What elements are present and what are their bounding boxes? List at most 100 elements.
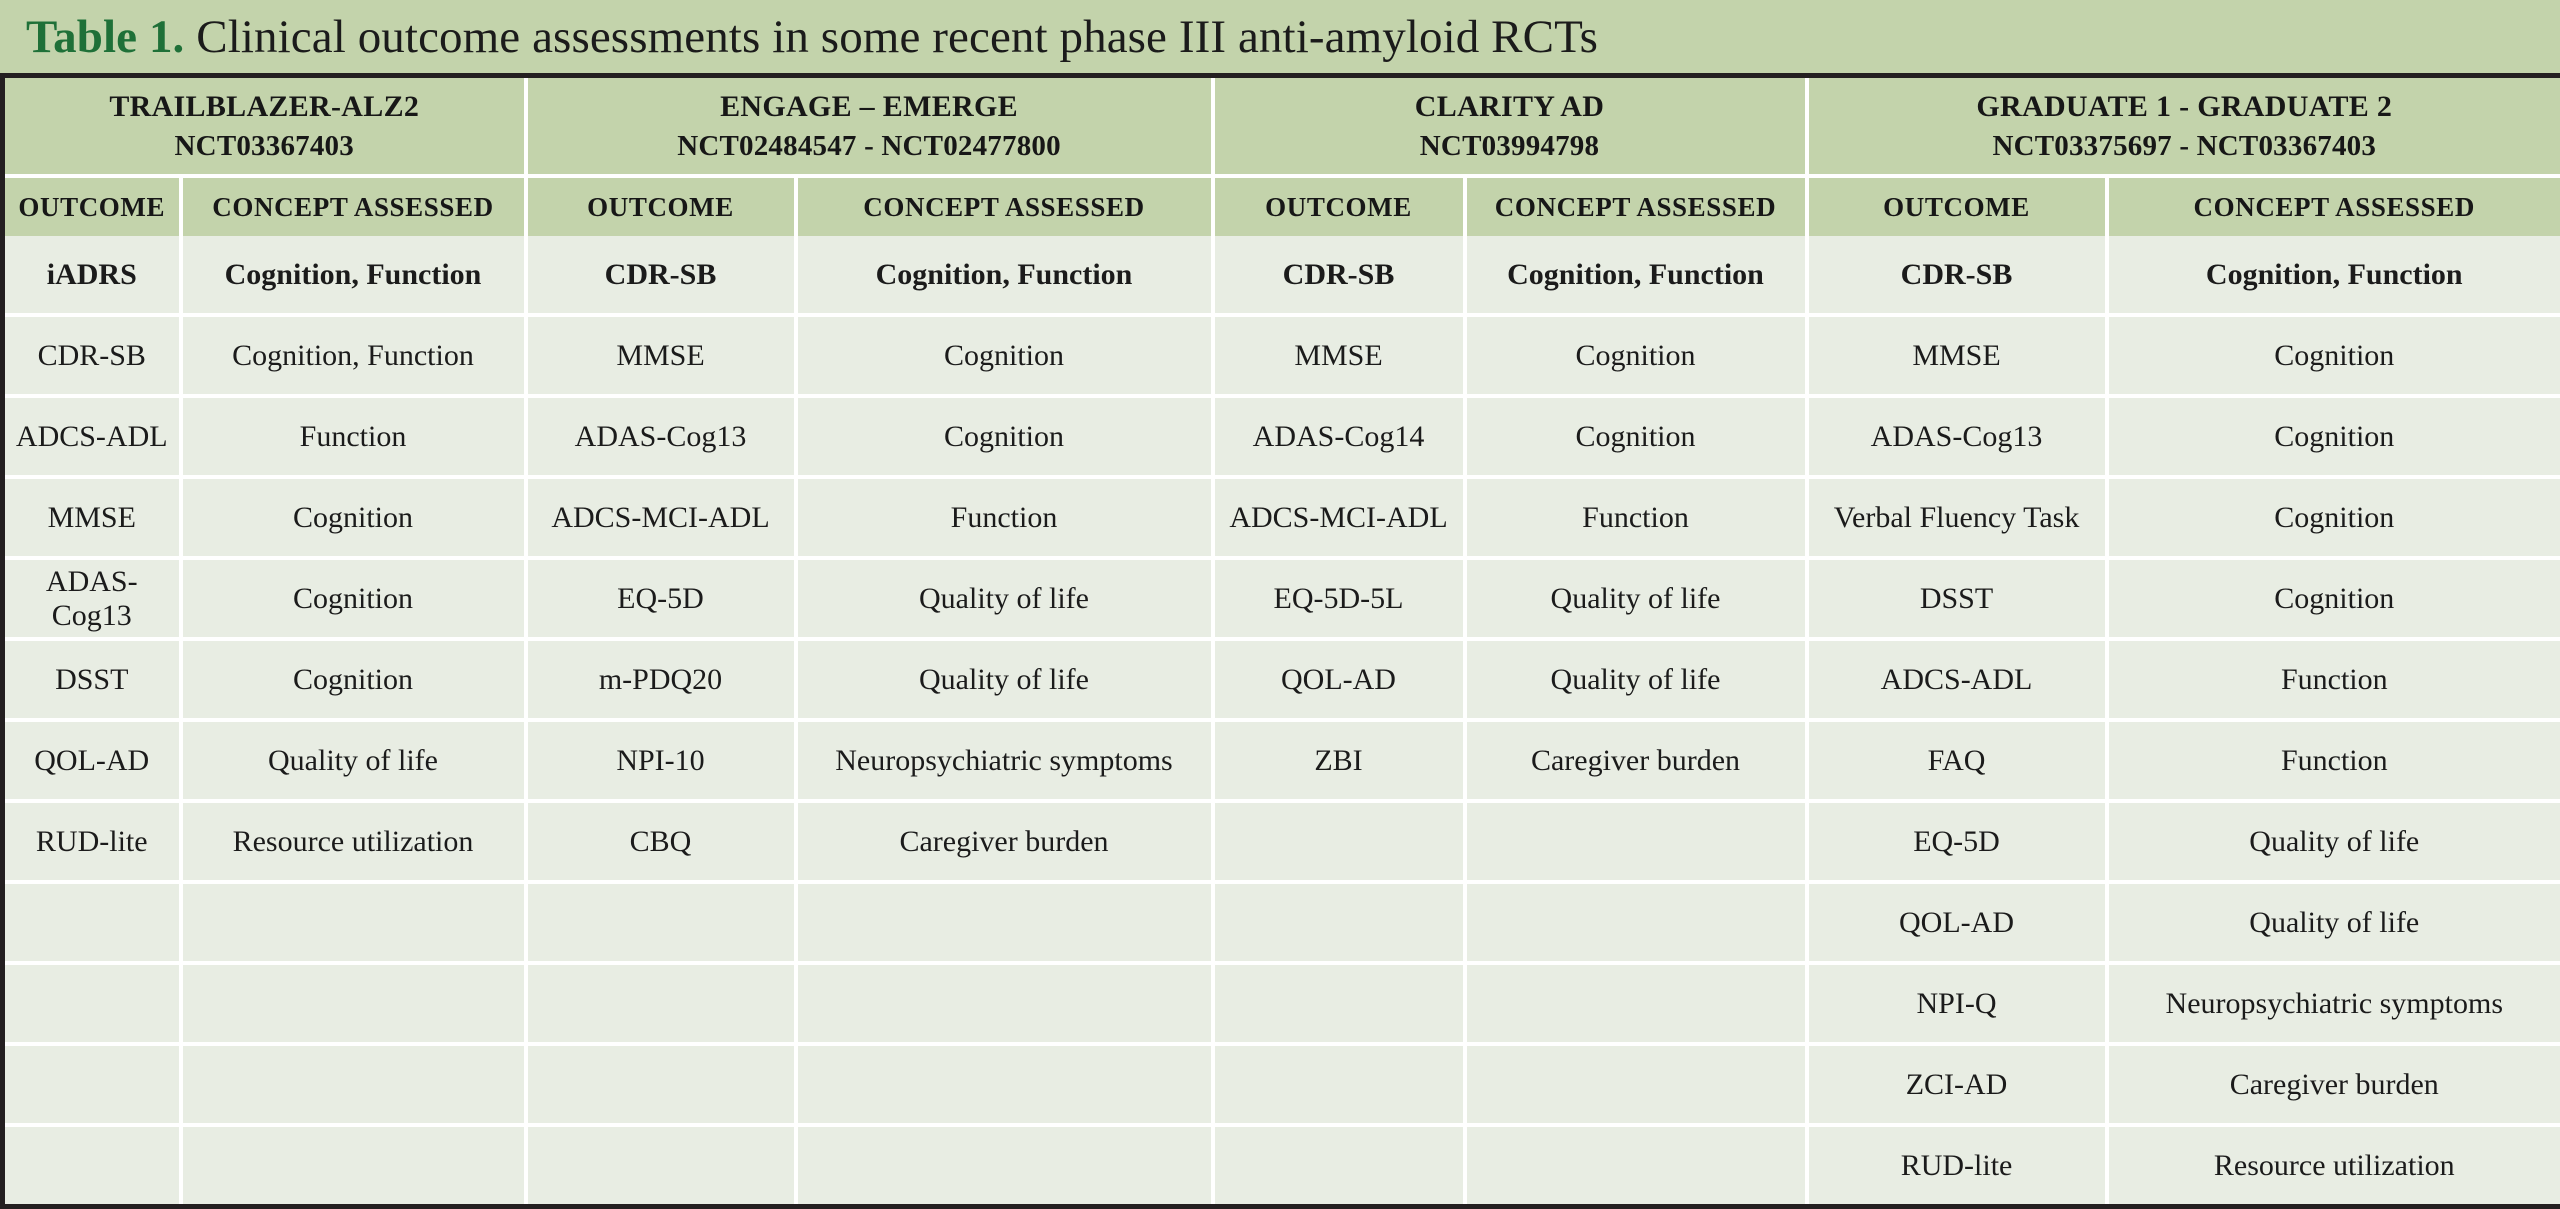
- cell-concept-assessed: Cognition: [2107, 396, 2560, 477]
- cell-concept-assessed: Neuropsychiatric symptoms: [2107, 963, 2560, 1044]
- cell-empty: [1213, 882, 1465, 963]
- column-header-concept-assessed: CONCEPT ASSESSED: [796, 176, 1213, 236]
- column-header-concept-assessed: CONCEPT ASSESSED: [1465, 176, 1807, 236]
- cell-concept-assessed: Cognition: [181, 639, 526, 720]
- cell-concept-assessed: Function: [2107, 639, 2560, 720]
- cell-concept-assessed: Cognition: [2107, 477, 2560, 558]
- cell-concept-assessed: Resource utilization: [181, 801, 526, 882]
- cell-outcome: ADCS-MCI-ADL: [1213, 477, 1465, 558]
- page-title: Table 1. Clinical outcome assessments in…: [26, 14, 1598, 61]
- cell-outcome: m-PDQ20: [526, 639, 796, 720]
- cell-concept-assessed: Cognition: [2107, 315, 2560, 396]
- cell-concept-assessed: Cognition: [1465, 396, 1807, 477]
- cell-empty: [526, 1044, 796, 1125]
- cell-outcome: MMSE: [3, 477, 181, 558]
- cell-outcome: ZCI-AD: [1807, 1044, 2107, 1125]
- cell-concept-assessed: Cognition: [2107, 558, 2560, 639]
- cell-outcome: NPI-10: [526, 720, 796, 801]
- cell-empty: [1465, 801, 1807, 882]
- cell-outcome: QOL-AD: [1807, 882, 2107, 963]
- cell-outcome: Verbal Fluency Task: [1807, 477, 2107, 558]
- study-name: ENGAGE – EMERGE: [528, 87, 1211, 127]
- cell-empty: [3, 882, 181, 963]
- table-title-text: Clinical outcome assessments in some rec…: [184, 11, 1598, 63]
- cell-concept-assessed: Cognition: [1465, 315, 1807, 396]
- cell-outcome: RUD-lite: [1807, 1125, 2107, 1207]
- cell-outcome: MMSE: [1807, 315, 2107, 396]
- cell-outcome: CDR-SB: [1213, 236, 1465, 315]
- cell-outcome: ADCS-MCI-ADL: [526, 477, 796, 558]
- cell-concept-assessed: Quality of life: [1465, 558, 1807, 639]
- cell-outcome: CDR-SB: [3, 315, 181, 396]
- cell-outcome: EQ-5D-5L: [1213, 558, 1465, 639]
- cell-empty: [181, 963, 526, 1044]
- table-caption-bar: Table 1. Clinical outcome assessments in…: [0, 0, 2560, 78]
- cell-concept-assessed: Cognition, Function: [1465, 236, 1807, 315]
- study-name: TRAILBLAZER-ALZ2: [5, 87, 524, 127]
- cell-concept-assessed: Function: [796, 477, 1213, 558]
- cell-empty: [1213, 963, 1465, 1044]
- cell-outcome: CBQ: [526, 801, 796, 882]
- cell-outcome: NPI-Q: [1807, 963, 2107, 1044]
- cell-outcome: iADRS: [3, 236, 181, 315]
- cell-concept-assessed: Quality of life: [796, 639, 1213, 720]
- cell-empty: [796, 882, 1213, 963]
- cell-empty: [3, 963, 181, 1044]
- cell-outcome: ADAS-Cog13: [526, 396, 796, 477]
- column-header-concept-assessed: CONCEPT ASSESSED: [181, 176, 526, 236]
- cell-concept-assessed: Quality of life: [796, 558, 1213, 639]
- cell-outcome: QOL-AD: [3, 720, 181, 801]
- cell-outcome: EQ-5D: [526, 558, 796, 639]
- column-header-outcome: OUTCOME: [3, 176, 181, 236]
- cell-outcome: DSST: [3, 639, 181, 720]
- column-header-concept-assessed: CONCEPT ASSESSED: [2107, 176, 2560, 236]
- cell-concept-assessed: Function: [1465, 477, 1807, 558]
- cell-concept-assessed: Caregiver burden: [1465, 720, 1807, 801]
- cell-concept-assessed: Quality of life: [1465, 639, 1807, 720]
- study-name: GRADUATE 1 - GRADUATE 2: [1809, 87, 2560, 127]
- cell-outcome: MMSE: [1213, 315, 1465, 396]
- cell-concept-assessed: Function: [2107, 720, 2560, 801]
- cell-empty: [526, 1125, 796, 1207]
- cell-outcome: ADAS-Cog13: [3, 558, 181, 639]
- cell-empty: [526, 963, 796, 1044]
- cell-outcome: MMSE: [526, 315, 796, 396]
- cell-empty: [1465, 1125, 1807, 1207]
- cell-concept-assessed: Cognition: [181, 558, 526, 639]
- cell-empty: [3, 1044, 181, 1125]
- table-number-label: Table 1.: [26, 11, 184, 63]
- cell-concept-assessed: Function: [181, 396, 526, 477]
- cell-outcome: CDR-SB: [1807, 236, 2107, 315]
- cell-outcome: EQ-5D: [1807, 801, 2107, 882]
- study-nct-id: NCT03375697 - NCT03367403: [1809, 127, 2560, 165]
- table-figure: Table 1. Clinical outcome assessments in…: [0, 0, 2560, 996]
- cell-concept-assessed: Caregiver burden: [2107, 1044, 2560, 1125]
- column-header-outcome: OUTCOME: [526, 176, 796, 236]
- cell-empty: [796, 1125, 1213, 1207]
- cell-outcome: FAQ: [1807, 720, 2107, 801]
- cell-concept-assessed: Quality of life: [2107, 882, 2560, 963]
- cell-outcome: CDR-SB: [526, 236, 796, 315]
- cell-outcome: ADAS-Cog14: [1213, 396, 1465, 477]
- cell-empty: [796, 1044, 1213, 1125]
- cell-concept-assessed: Cognition, Function: [181, 236, 526, 315]
- cell-concept-assessed: Cognition: [181, 477, 526, 558]
- cell-empty: [796, 963, 1213, 1044]
- cell-concept-assessed: Resource utilization: [2107, 1125, 2560, 1207]
- cell-concept-assessed: Cognition: [796, 396, 1213, 477]
- cell-outcome: ADCS-ADL: [3, 396, 181, 477]
- study-nct-id: NCT02484547 - NCT02477800: [528, 127, 1211, 165]
